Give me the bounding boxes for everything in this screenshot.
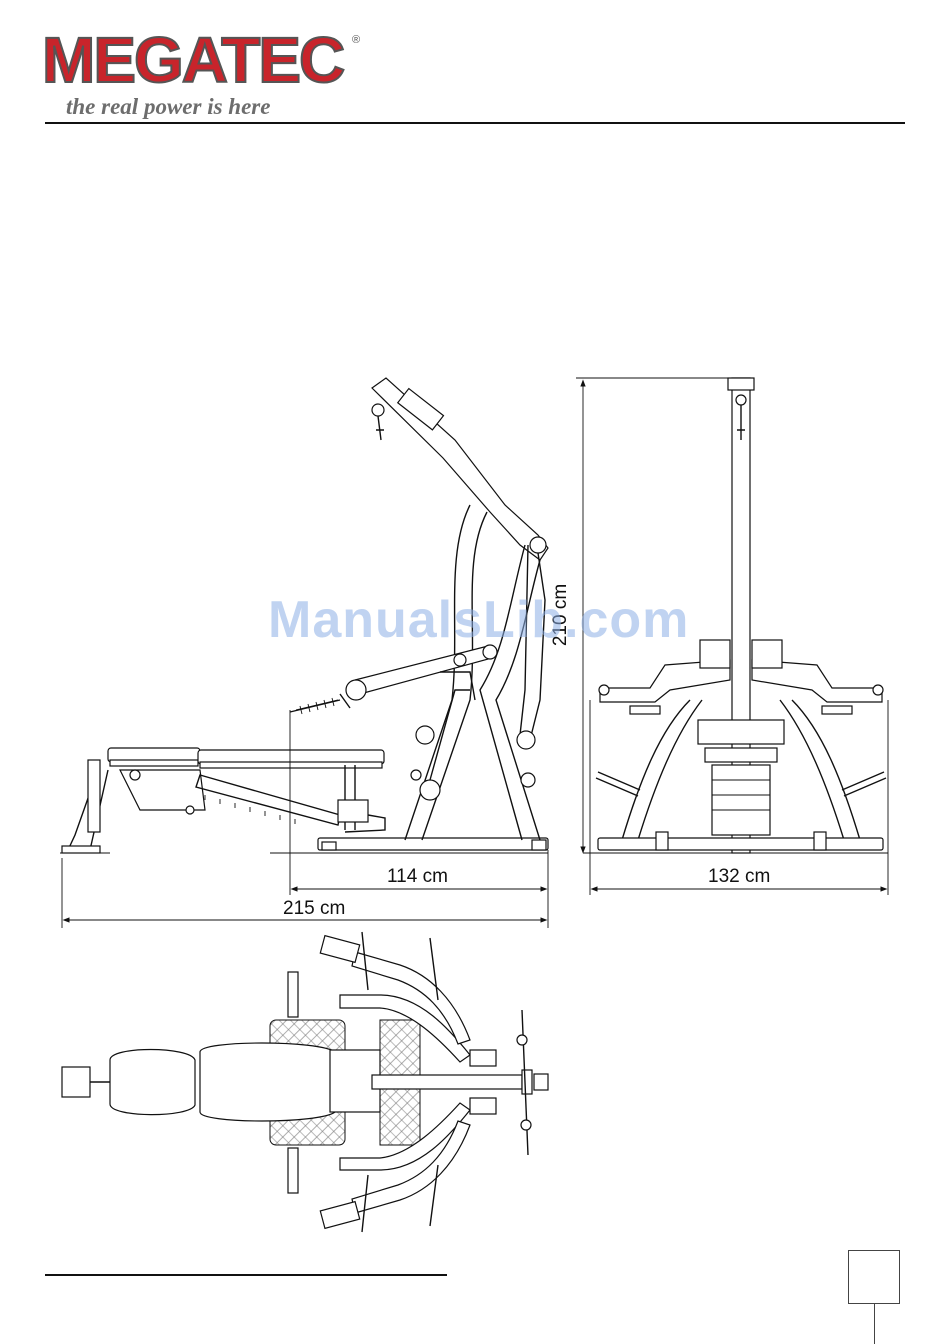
top-view-drawing [62, 932, 548, 1232]
page-number-box [848, 1250, 900, 1304]
dimension-depth-total-label: 215 cm [281, 899, 347, 919]
dimension-depth-base-label: 114 cm [385, 867, 450, 887]
watermark: ManualsLib.com [268, 590, 689, 650]
page-number-stem [874, 1304, 875, 1344]
dimension-width-label: 132 cm [706, 867, 772, 887]
footer-rule [45, 1274, 447, 1276]
